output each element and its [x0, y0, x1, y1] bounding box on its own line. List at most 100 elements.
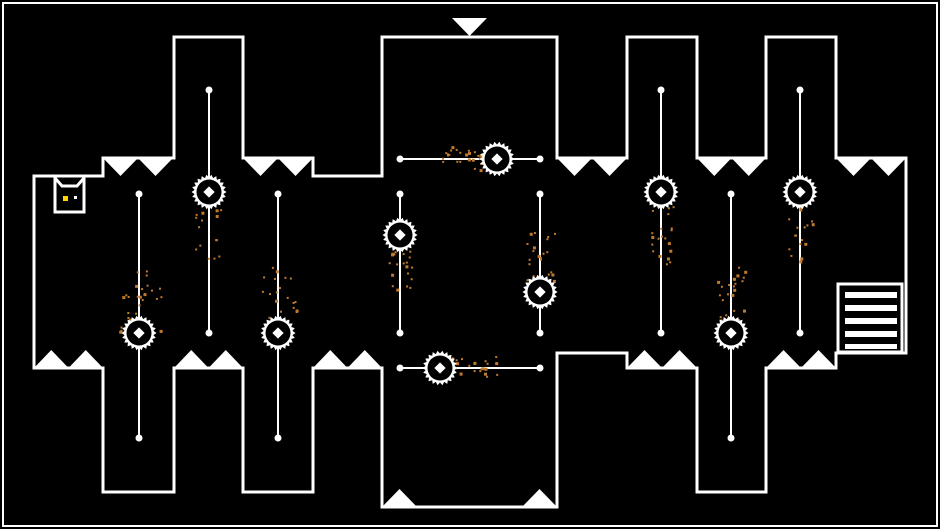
dust-particle — [442, 160, 445, 163]
dust-particle — [215, 209, 219, 213]
dust-particle — [533, 232, 536, 234]
dust-particle — [127, 296, 130, 298]
dust-particle — [811, 220, 814, 223]
dust-particle — [484, 372, 487, 376]
saw-blade-icon — [260, 315, 296, 351]
spike-icon — [662, 350, 697, 368]
spike-hazards — [34, 18, 906, 507]
dust-particle — [160, 296, 163, 299]
track-end-node — [135, 434, 143, 442]
dust-particle — [801, 239, 803, 242]
dust-particle — [651, 243, 654, 246]
level-wall-outline — [32, 35, 908, 509]
dust-particle — [122, 296, 126, 300]
dust-particle — [141, 288, 144, 291]
dust-particle — [201, 219, 203, 222]
player-eye-highlight-icon — [74, 196, 77, 199]
dust-particle — [738, 266, 741, 269]
dust-particle — [803, 226, 806, 229]
saw-blade-icon — [643, 174, 679, 210]
dust-particle — [405, 261, 408, 264]
dust-particle — [402, 253, 405, 256]
dust-particle — [728, 284, 731, 286]
dust-particle — [451, 146, 455, 150]
dust-particle — [195, 213, 198, 216]
dust-particle — [468, 364, 471, 367]
saw-blade-icon — [522, 274, 558, 310]
dust-particle — [667, 242, 671, 246]
saw-blade-icon — [479, 141, 515, 177]
dust-particle — [275, 299, 278, 303]
dust-particle — [664, 237, 667, 240]
spike-icon — [697, 158, 732, 176]
dust-particle — [442, 157, 444, 160]
track-end-node — [396, 364, 404, 372]
exit-gate-icon — [836, 282, 904, 354]
dust-particle — [473, 370, 476, 373]
dust-particle — [790, 254, 793, 257]
dust-particle — [461, 358, 463, 361]
dust-particle — [220, 209, 223, 212]
dust-particle — [135, 284, 139, 288]
dust-particle — [159, 287, 161, 290]
dust-particle — [155, 297, 158, 300]
dust-particle — [651, 236, 655, 239]
dust-particle — [455, 359, 458, 362]
dust-particle — [473, 151, 476, 154]
dust-particle — [495, 362, 499, 366]
dust-particle — [495, 356, 498, 358]
dust-particle — [473, 361, 477, 365]
dust-particle — [550, 271, 553, 274]
dust-particle — [727, 293, 729, 296]
dust-particle — [496, 373, 499, 376]
dust-particle — [539, 257, 542, 260]
dust-particle — [128, 318, 132, 322]
spike-icon — [836, 158, 871, 176]
dust-particles — [119, 146, 815, 378]
dust-particle — [465, 153, 469, 157]
dust-particle — [145, 270, 148, 273]
dust-particle — [195, 248, 198, 251]
dust-particle — [406, 285, 409, 288]
dust-particle — [811, 223, 815, 227]
dust-particle — [744, 270, 748, 274]
dust-particle — [672, 206, 675, 209]
dust-particle — [480, 367, 483, 370]
dust-particle — [486, 362, 489, 365]
dust-particle — [799, 208, 803, 212]
dust-particle — [127, 317, 130, 319]
spike-icon — [731, 158, 766, 176]
dust-particle — [445, 152, 448, 155]
dust-particle — [468, 152, 471, 155]
spike-icon — [801, 350, 836, 368]
dust-particle — [733, 309, 736, 312]
dust-particle — [554, 232, 556, 235]
dust-particle — [456, 362, 459, 366]
track-end-node — [205, 86, 213, 94]
dust-particle — [405, 265, 409, 269]
dust-particle — [547, 273, 550, 276]
dust-particle — [396, 288, 400, 292]
dust-particle — [295, 309, 299, 313]
track-end-node — [657, 329, 665, 337]
dust-particle — [529, 232, 533, 236]
dust-particle — [800, 257, 804, 261]
dust-particle — [657, 237, 660, 240]
dust-particle — [788, 248, 791, 251]
dust-particle — [743, 309, 746, 313]
dust-particle — [138, 295, 142, 299]
dust-particle — [467, 149, 470, 152]
dust-particle — [718, 294, 721, 297]
dust-particle — [284, 276, 287, 279]
dust-particle — [667, 207, 670, 210]
spike-icon — [522, 489, 557, 507]
track-end-node — [205, 329, 213, 337]
spike-icon — [174, 350, 209, 368]
dust-particle — [280, 310, 282, 313]
spike-icon — [627, 350, 662, 368]
dust-particle — [446, 153, 449, 156]
dust-particle — [159, 329, 163, 333]
dust-particle — [742, 276, 745, 279]
dust-particle — [539, 258, 542, 261]
